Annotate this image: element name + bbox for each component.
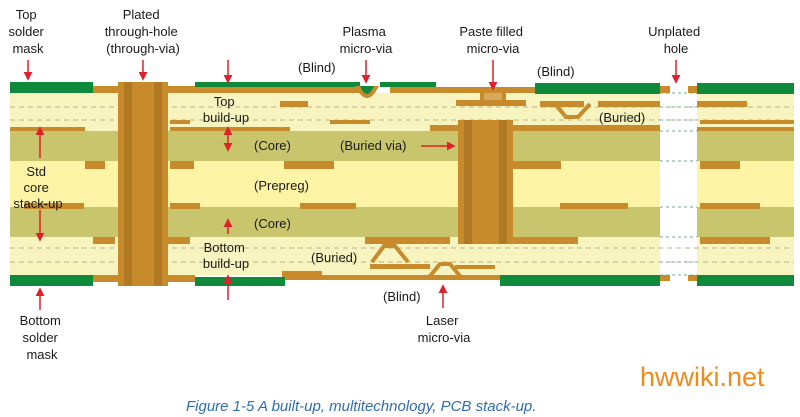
blind-top-right-label: (Blind) <box>537 64 575 79</box>
paste-filled-micro-via <box>456 93 526 106</box>
top-solder-mask-label: Top solder mask <box>8 7 47 56</box>
paste-filled-micro-via-label: Paste filled micro-via <box>459 24 526 56</box>
buried-micro-via-bottom <box>370 244 410 264</box>
callout-arrows <box>23 60 681 310</box>
plasma-micro-via <box>355 86 379 98</box>
bottom-solder-mask <box>10 275 794 286</box>
bottom-solder-mask-label: Bottom solder mask <box>20 313 65 362</box>
core-upper-label: (Core) <box>254 138 291 153</box>
laser-micro-via <box>428 262 462 278</box>
bottom-build-up-label: Bottom build-up <box>203 240 249 271</box>
unplated-hole-label: Unplated hole <box>648 24 704 56</box>
top-solder-mask <box>10 82 794 94</box>
core-layer-upper <box>10 131 660 161</box>
top-build-up-label: Top build-up <box>203 94 249 125</box>
watermark: hwwiki.net <box>640 362 765 392</box>
prepreg-label: (Prepreg) <box>254 178 309 193</box>
laser-micro-via-label: Laser micro-via <box>418 313 471 345</box>
buried-via-label: (Buried via) <box>340 138 406 153</box>
plasma-micro-via-label: Plasma micro-via <box>340 24 393 56</box>
plated-through-hole-label: Plated through-hole (through-via) <box>105 7 182 56</box>
plated-through-hole <box>118 82 168 286</box>
buried-right-label: (Buried) <box>599 110 645 125</box>
prepreg-layer <box>10 161 660 207</box>
core-layer-lower <box>10 207 660 237</box>
figure-caption: Figure 1-5 A built-up, multitechnology, … <box>186 398 536 415</box>
buried-micro-via-top <box>553 102 592 119</box>
blind-bottom-label: (Blind) <box>383 289 421 304</box>
buried-bottom-label: (Buried) <box>311 250 357 265</box>
board-right-block <box>697 93 794 275</box>
core-lower-label: (Core) <box>254 216 291 231</box>
blind-top-left-label: (Blind) <box>298 60 336 75</box>
buried-via <box>458 120 513 244</box>
std-core-stack-up-label: Std core stack-up <box>13 164 62 211</box>
